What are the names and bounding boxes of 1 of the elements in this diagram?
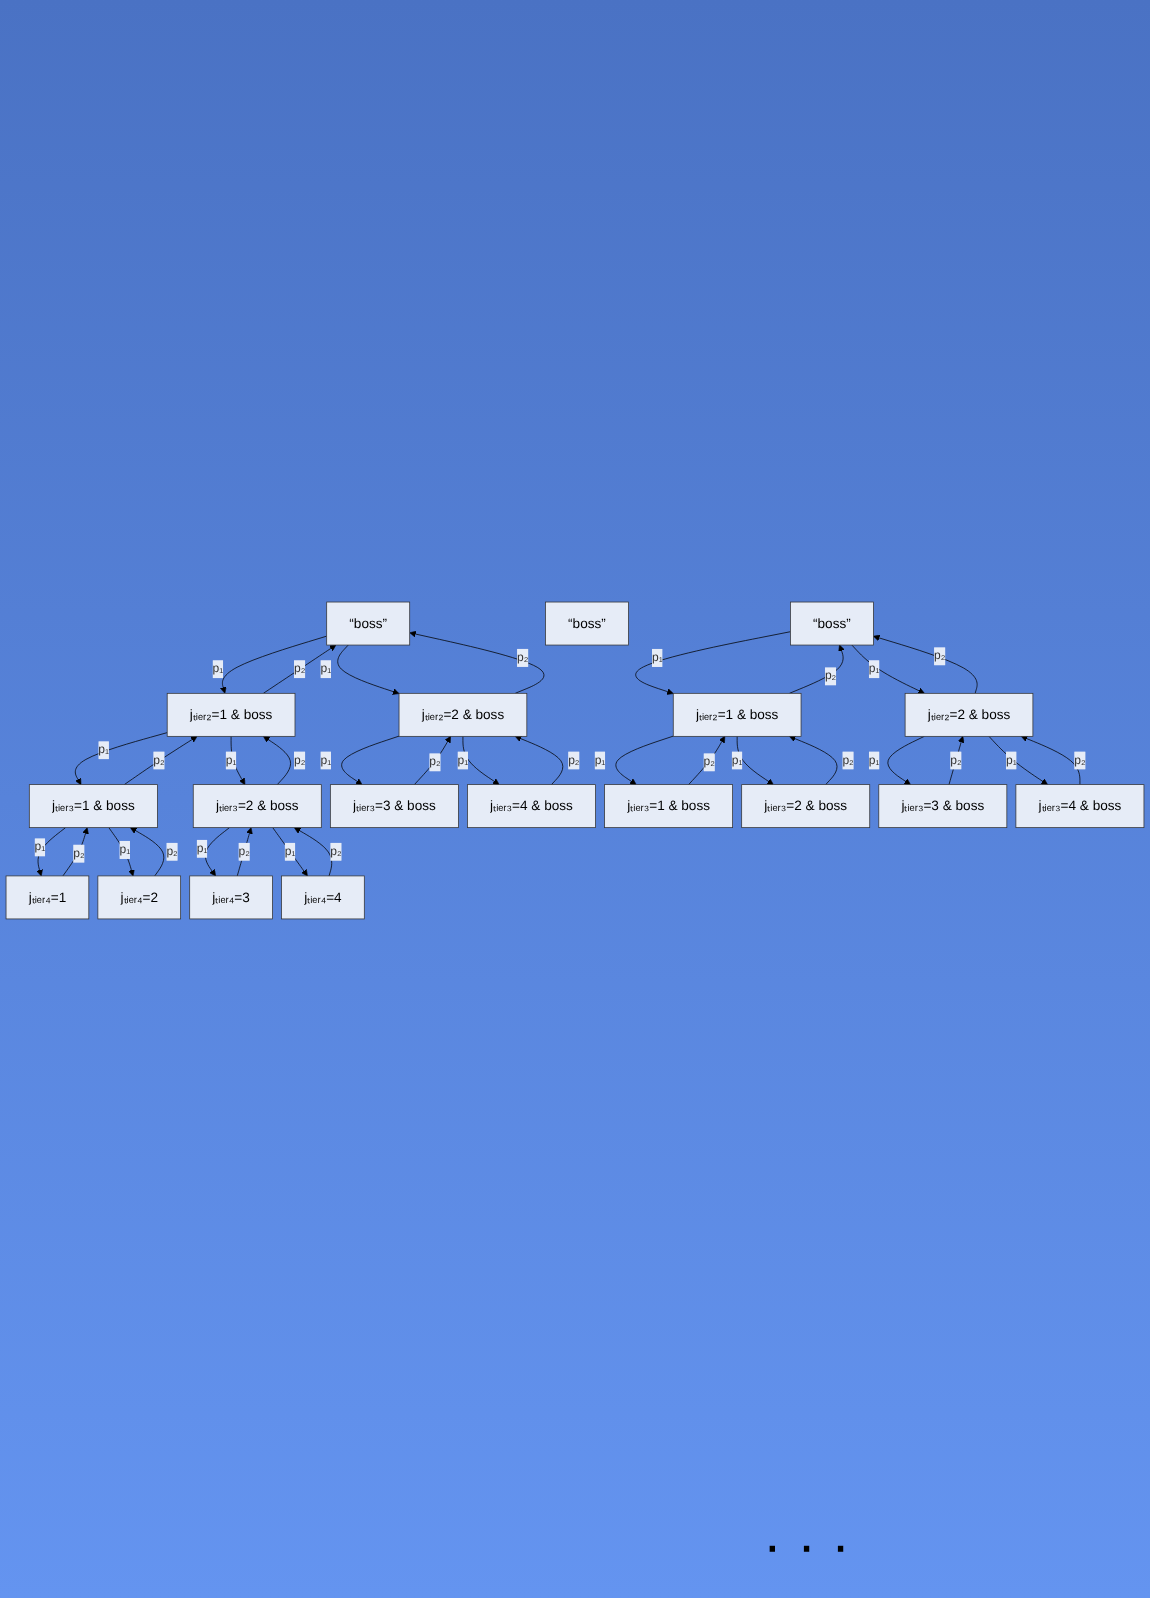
- ellipsis-text: · · ·: [762, 1514, 850, 1578]
